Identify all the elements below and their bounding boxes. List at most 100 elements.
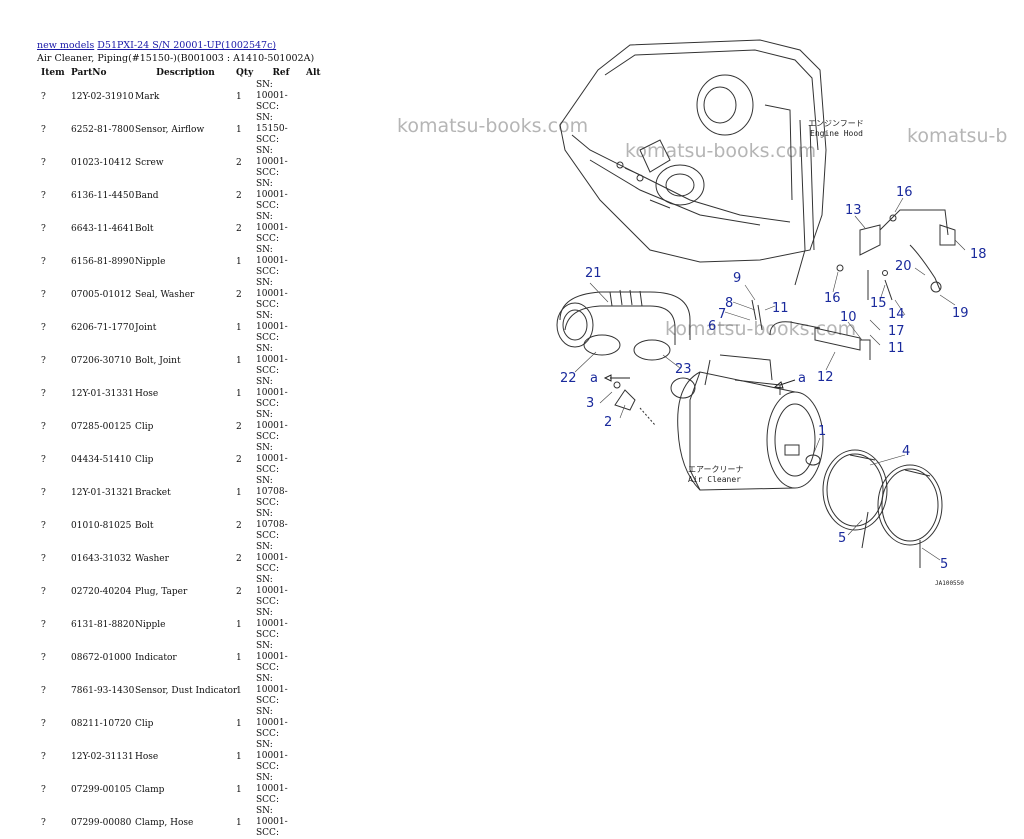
cell-qty: 1: [236, 619, 242, 630]
cell-qty: 1: [236, 784, 242, 795]
cell-item: ?: [41, 586, 46, 597]
cell-item: ?: [41, 454, 46, 465]
cell-qty: 1: [236, 91, 242, 102]
cell-item: ?: [41, 91, 46, 102]
cell-alt: [306, 740, 325, 773]
cell-ref: SN: 10001-SCC:: [256, 806, 288, 838]
cell-description: Bolt: [135, 223, 154, 234]
cell-partno: 08211-10720: [71, 718, 132, 729]
cell-description: Clip: [135, 421, 154, 432]
cell-ref: SN: 10001-SCC:: [256, 575, 288, 607]
cell-ref: SN: 10001-SCC:: [256, 179, 288, 211]
cell-alt: [306, 476, 325, 509]
callout-7: 7: [718, 307, 726, 322]
cell-item: ?: [41, 322, 46, 333]
cell-item: ?: [41, 520, 46, 531]
breadcrumb: new models D51PXI-24 S/N 20001-UP(100254…: [37, 40, 276, 51]
cell-ref: SN: 15150-SCC:: [256, 113, 288, 145]
cell-alt: [306, 113, 325, 146]
cell-alt: [306, 509, 325, 542]
cell-qty: 2: [236, 586, 242, 597]
cell-partno: 02720-40204: [71, 586, 132, 597]
cell-qty: 2: [236, 421, 242, 432]
table-header-row: Item PartNo Description Qty Ref Alt: [37, 66, 325, 80]
header-description: Description: [156, 68, 215, 78]
callout-17: 17: [888, 324, 905, 339]
watermark: komatsu-b: [907, 125, 1008, 147]
callout-4: 4: [902, 444, 910, 459]
cell-item: ?: [41, 256, 46, 267]
cell-description: Bolt, Joint: [135, 355, 181, 366]
cell-description: Clamp: [135, 784, 165, 795]
cell-partno: 6156-81-8990: [71, 256, 135, 267]
cell-alt: [306, 806, 325, 839]
callout-18: 18: [970, 247, 987, 262]
parts-table: Item PartNo Description Qty Ref Alt ?12Y…: [37, 66, 325, 839]
piping-drawing: [751, 209, 956, 360]
cell-ref: SN: 10001-SCC:: [256, 542, 288, 574]
page-subtitle: Air Cleaner, Piping(#15150-)(B001003 : A…: [37, 53, 315, 64]
cell-ref: SN: 10001-SCC:: [256, 245, 288, 277]
cell-item: ?: [41, 784, 46, 795]
cell-partno: 12Y-01-31331: [71, 388, 134, 399]
callout-5b: 5: [940, 557, 948, 572]
cell-qty: 1: [236, 355, 242, 366]
cell-qty: 2: [236, 223, 242, 234]
cell-description: Nipple: [135, 619, 166, 630]
cell-ref: SN: 10001-SCC:: [256, 80, 288, 112]
header-partno: PartNo: [71, 68, 107, 78]
cell-item: ?: [41, 487, 46, 498]
cell-item: ?: [41, 223, 46, 234]
cell-alt: [306, 245, 325, 278]
cell-partno: 08672-01000: [71, 652, 132, 663]
breadcrumb-link-new-models[interactable]: new models: [37, 40, 95, 51]
cell-description: Plug, Taper: [135, 586, 188, 597]
callout-22: 22: [560, 371, 577, 386]
cell-item: ?: [41, 817, 46, 828]
parts-list-panel: new models D51PXI-24 S/N 20001-UP(100254…: [0, 0, 330, 838]
cell-alt: [306, 311, 325, 344]
cell-alt: [306, 410, 325, 443]
cell-alt: [306, 674, 325, 707]
cell-qty: 2: [236, 454, 242, 465]
cell-alt: [306, 146, 325, 179]
cell-ref: SN: 10001-SCC:: [256, 311, 288, 343]
cell-ref: SN: 10001-SCC:: [256, 740, 288, 772]
cell-ref: SN: 10001-SCC:: [256, 641, 288, 673]
callout-3: 3: [586, 396, 594, 411]
watermark: komatsu-books.com: [397, 115, 589, 137]
cell-partno: 07285-00125: [71, 421, 132, 432]
cell-alt: [306, 542, 325, 575]
cell-partno: 6643-11-4641: [71, 223, 135, 234]
cell-ref: SN: 10708-SCC:: [256, 509, 288, 541]
cell-item: ?: [41, 157, 46, 168]
cell-partno: 6252-81-7800: [71, 124, 135, 135]
engine-hood-label-jp: エンジンフード: [808, 119, 864, 128]
cell-description: Screw: [135, 157, 164, 168]
cell-alt: [306, 707, 325, 740]
cell-partno: 12Y-01-31321: [71, 487, 134, 498]
callout-a: a: [590, 371, 598, 386]
cell-partno: 12Y-02-31131: [71, 751, 134, 762]
breadcrumb-link-model[interactable]: D51PXI-24 S/N 20001-UP(1002547c): [97, 40, 277, 51]
cell-ref: SN: 10001-SCC:: [256, 707, 288, 739]
cell-qty: 1: [236, 685, 242, 696]
cell-qty: 2: [236, 553, 242, 564]
watermark: komatsu-books.com: [665, 318, 857, 340]
cell-qty: 1: [236, 388, 242, 399]
cell-partno: 01643-31032: [71, 553, 132, 564]
callout-13: 13: [845, 203, 862, 218]
cell-description: Clamp, Hose: [135, 817, 194, 828]
cell-description: Clip: [135, 718, 154, 729]
callout-11: 11: [772, 301, 789, 316]
